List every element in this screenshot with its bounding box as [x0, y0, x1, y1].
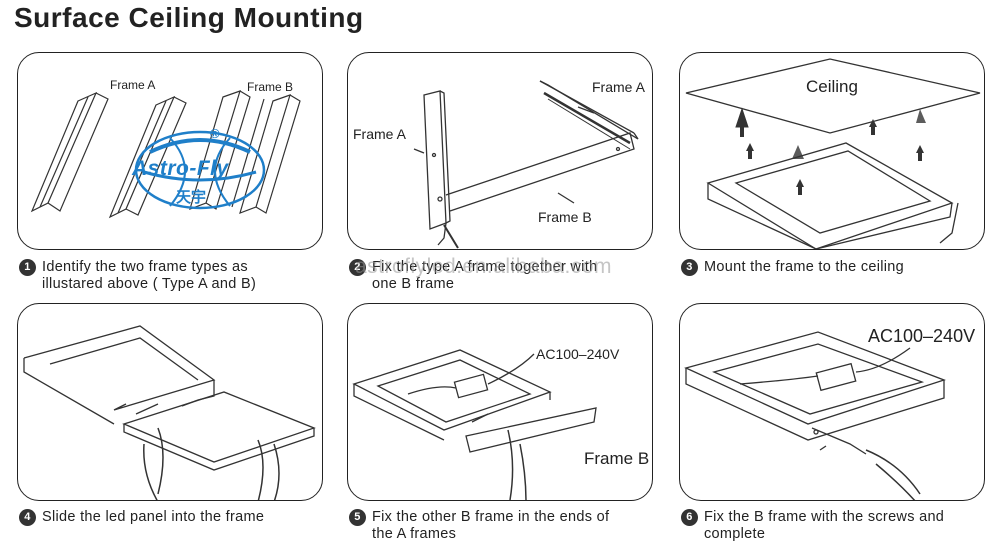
frame-a-label: Frame A — [110, 78, 156, 92]
step-1-illustration: Frame A Frame B — [17, 52, 323, 250]
step-6-text-line-2: complete — [704, 526, 766, 542]
step-2-illustration: Frame A Frame A Frame B — [347, 52, 653, 250]
frame-b-label: Frame B — [584, 449, 650, 468]
ceiling-label: Ceiling — [806, 77, 858, 96]
step-5-illustration: AC100–240V Frame B — [347, 303, 653, 501]
complete-frame-drawing — [684, 331, 946, 500]
step-4-text-line-1: Slide the led panel into the frame — [42, 509, 265, 525]
frame-b-label: Frame B — [538, 209, 592, 225]
slide-panel-drawing — [23, 325, 316, 500]
brand-logo-text: Astro-Fly — [132, 157, 229, 180]
step-2-text-line-1: Fix the type A frame together with — [372, 259, 598, 275]
frame-b-label: Frame B — [247, 80, 294, 94]
step-3-caption: 3 Mount the frame to the ceiling — [681, 259, 981, 276]
step-6-caption: 6 Fix the B frame with the screws and com… — [681, 509, 981, 543]
step-6-illustration: AC100–240V — [679, 303, 985, 501]
voltage-label: AC100–240V — [536, 346, 620, 362]
frame-a-left-label: Frame A — [353, 126, 406, 142]
brand-globe-icon — [134, 130, 266, 210]
step-5-caption: 5 Fix the other B frame in the ends of th… — [349, 509, 649, 543]
step-2-caption: 2 Fix the type A frame together with one … — [349, 259, 649, 293]
page-title: Surface Ceiling Mounting — [14, 2, 364, 33]
step-5-text-line-2: the A frames — [372, 526, 457, 542]
frame-join-drawing — [413, 80, 639, 249]
step-4-number: 4 — [19, 509, 36, 526]
ceiling-mount-drawing — [685, 58, 981, 249]
watermark-text: astroflyled.en.alibaba.com — [355, 255, 612, 278]
step-1-text-line-1: Identify the two frame types as — [42, 259, 248, 275]
fix-frame-b-drawing — [352, 349, 597, 500]
step-5-text-line-1: Fix the other B frame in the ends of — [372, 509, 610, 525]
step-1-number: 1 — [19, 259, 36, 276]
step-3-number: 3 — [681, 259, 698, 276]
step-1-text-line-2: illustared above ( Type A and B) — [42, 276, 257, 292]
step-4-illustration — [17, 303, 323, 501]
step-3-text-line-1: Mount the frame to the ceiling — [704, 259, 905, 275]
voltage-label: AC100–240V — [868, 326, 976, 346]
registered-mark: ® — [210, 126, 220, 141]
step-4-caption: 4 Slide the led panel into the frame — [19, 509, 319, 526]
frame-a-right-label: Frame A — [592, 79, 645, 95]
brand-logo-chinese: 天宇 — [176, 189, 207, 206]
step-2-text-line-2: one B frame — [372, 276, 455, 292]
step-5-number: 5 — [349, 509, 366, 526]
step-1-caption: 1 Identify the two frame types as illusta… — [19, 259, 319, 293]
step-6-text-line-1: Fix the B frame with the screws and — [704, 509, 945, 525]
step-2-number: 2 — [349, 259, 366, 276]
frame-rails-drawing — [30, 90, 301, 219]
step-6-number: 6 — [681, 509, 698, 526]
step-3-illustration: Ceiling — [679, 52, 985, 250]
